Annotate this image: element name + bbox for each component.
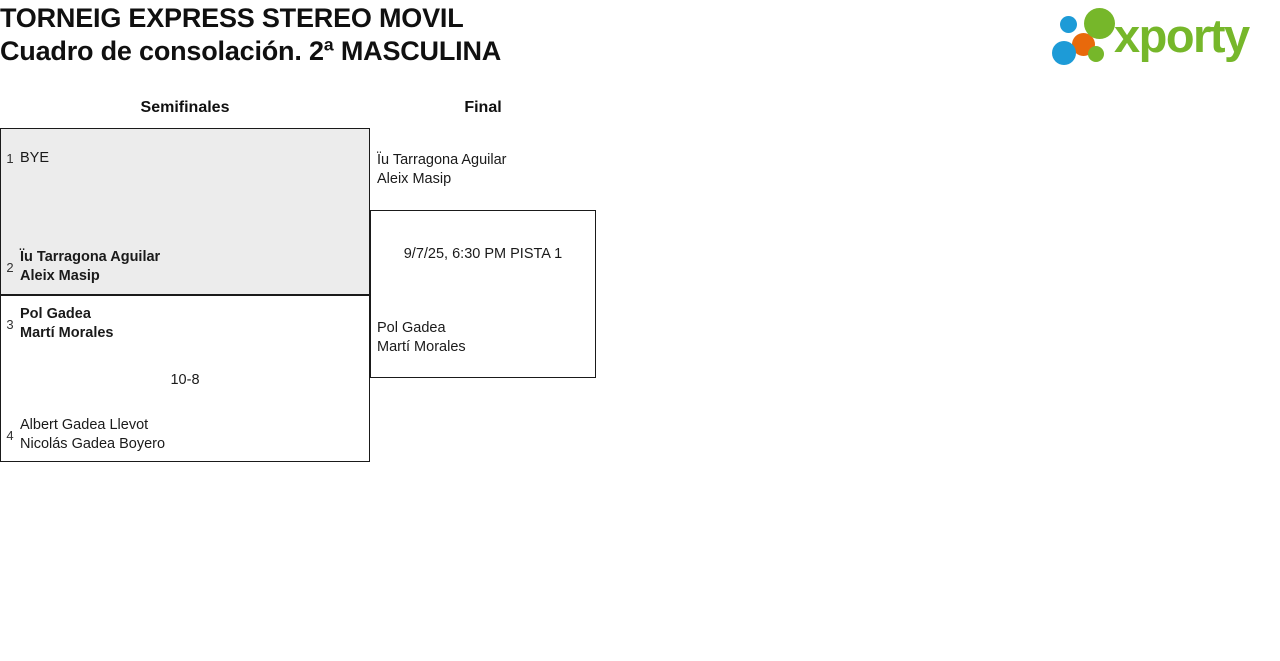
logo-dot-green-large-icon	[1084, 8, 1115, 39]
player-name-line-1: BYE	[20, 149, 50, 166]
final-schedule-text: 9/7/25, 6:30 PM PISTA 1	[403, 246, 563, 262]
tournament-name: TORNEIG EXPRESS STEREO MOVIL	[0, 3, 464, 33]
player-name-line-1: Pol Gadea	[20, 306, 91, 322]
player-name-line-2: Aleix Masip	[20, 268, 100, 284]
semifinal-1-competitor-top[interactable]: 1 BYE	[0, 148, 1280, 168]
player-name-line-2: Martí Morales	[377, 339, 466, 355]
competitor-names: BYE	[20, 149, 49, 168]
logo-dot-green-small-icon	[1088, 46, 1104, 62]
page-title: TORNEIG EXPRESS STEREO MOVIL Cuadro de c…	[0, 2, 900, 68]
match-final[interactable]	[370, 210, 596, 378]
match-score-semifinal-2: 10-8	[170, 372, 200, 388]
seed-number: 2	[6, 259, 14, 275]
logo-dots-icon	[1050, 8, 1115, 66]
player-name-line-2: Nicolás Gadea Boyero	[20, 436, 166, 452]
semifinal-1-competitor-bottom[interactable]: 2 Ïu Tarragona Aguilar Aleix Masip	[0, 248, 1280, 286]
player-name-line-1: Ïu Tarragona Aguilar	[377, 152, 507, 168]
tournament-subtitle: Cuadro de consolación. 2ª MASCULINA	[0, 36, 502, 66]
final-competitor-top[interactable]: Ïu Tarragona Aguilar Aleix Masip	[377, 151, 507, 189]
logo-dot-blue-small-icon	[1060, 16, 1077, 33]
player-name-line-1: Ïu Tarragona Aguilar	[20, 249, 161, 265]
seed-number: 4	[6, 427, 14, 443]
round-header-semifinals: Semifinales	[140, 99, 230, 116]
round-header-final: Final	[464, 99, 502, 116]
semifinal-2-competitor-bottom[interactable]: 4 Albert Gadea Llevot Nicolás Gadea Boye…	[0, 416, 1280, 454]
final-competitor-bottom[interactable]: Pol Gadea Martí Morales	[377, 319, 466, 357]
seed-number: 3	[6, 316, 14, 332]
semifinal-2-competitor-top[interactable]: 3 Pol Gadea Martí Morales	[0, 305, 1280, 343]
match-semifinal-2[interactable]	[0, 295, 370, 462]
player-name-line-2: Martí Morales	[20, 325, 114, 341]
logo-wordmark: xporty	[1114, 9, 1250, 62]
competitor-names: Ïu Tarragona Aguilar Aleix Masip	[20, 248, 160, 286]
logo-dot-blue-large-icon	[1052, 41, 1076, 65]
player-name-line-1: Albert Gadea Llevot	[20, 417, 149, 433]
seed-number: 1	[6, 150, 14, 166]
match-semifinal-1[interactable]	[0, 128, 370, 295]
player-name-line-1: Pol Gadea	[377, 320, 446, 336]
xporty-logo[interactable]: xporty	[1050, 6, 1276, 66]
competitor-names: Pol Gadea Martí Morales	[20, 305, 113, 343]
player-name-line-2: Aleix Masip	[377, 171, 452, 187]
competitor-names: Albert Gadea Llevot Nicolás Gadea Boyero	[20, 416, 165, 454]
page-header: TORNEIG EXPRESS STEREO MOVIL Cuadro de c…	[0, 0, 1280, 76]
